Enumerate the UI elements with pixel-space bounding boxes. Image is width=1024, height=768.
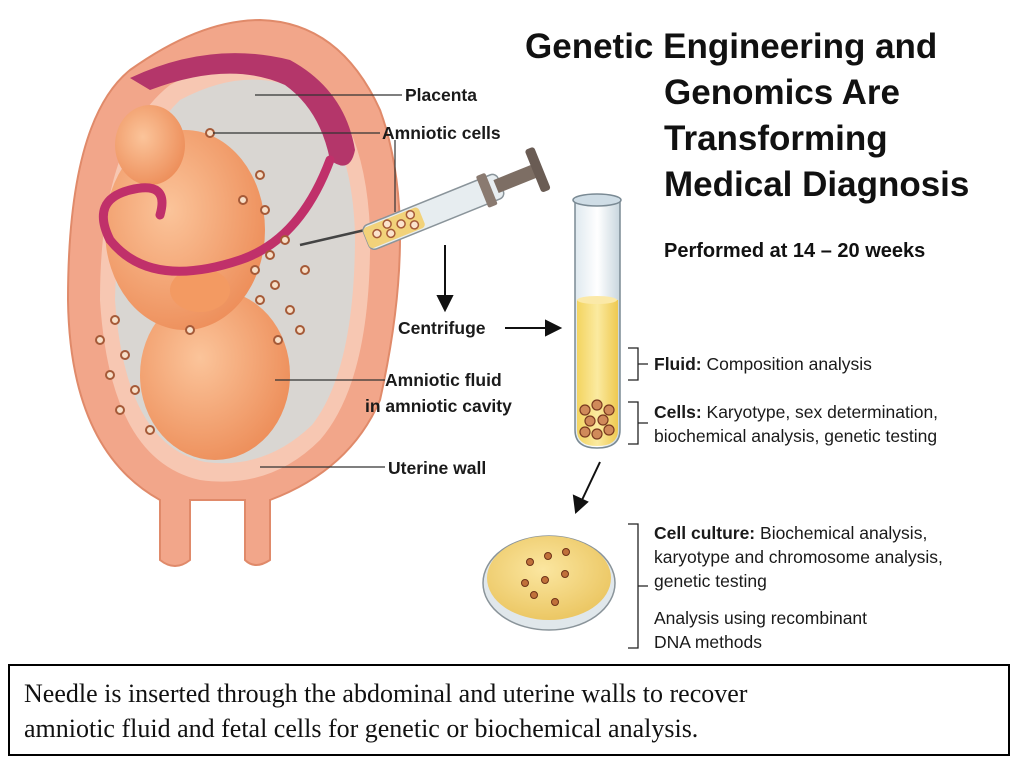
cells-text-1: Karyotype, sex determination, <box>706 402 939 422</box>
annotation-recombinant: Analysis using recombinant DNA methods <box>654 606 867 654</box>
fluid-text: Composition analysis <box>706 354 872 374</box>
culture-text-3: genetic testing <box>654 571 767 591</box>
label-placenta: Placenta <box>405 85 477 105</box>
fetus <box>105 105 290 460</box>
culture-heading: Cell culture: <box>654 523 756 543</box>
culture-text-2: karyotype and chromosome analysis, <box>654 547 943 567</box>
caption-line-1: Needle is inserted through the abdominal… <box>24 679 748 708</box>
title-line-3: Transforming <box>664 119 888 158</box>
annotation-fluid: Fluid: Composition analysis <box>654 352 872 376</box>
leader-lines <box>213 94 402 468</box>
annotation-cell-culture: Cell culture: Biochemical analysis, kary… <box>654 521 943 593</box>
culture-text-1: Biochemical analysis, <box>760 523 928 543</box>
caption-box: Needle is inserted through the abdominal… <box>8 664 1010 756</box>
title-line-4: Medical Diagnosis <box>664 165 970 204</box>
test-tube <box>572 193 622 449</box>
process-arrows <box>436 245 601 515</box>
label-centrifuge: Centrifuge <box>398 318 486 338</box>
label-amniotic-fluid: Amniotic fluid <box>385 370 502 390</box>
recombinant-text-1: Analysis using recombinant <box>654 608 868 628</box>
label-uterine-wall: Uterine wall <box>388 458 487 478</box>
placenta <box>130 53 355 166</box>
title-line-1: Genetic Engineering and <box>525 27 938 66</box>
annotation-brackets <box>628 347 648 649</box>
cells-heading: Cells: <box>654 402 702 422</box>
syringe <box>299 147 551 250</box>
recombinant-text-2: DNA methods <box>654 632 762 652</box>
caption-line-2: amniotic fluid and fetal cells for genet… <box>24 714 699 743</box>
subtitle: Performed at 14 – 20 weeks <box>664 240 926 262</box>
petri-dish <box>482 535 616 631</box>
tube-cell-pellet <box>579 399 615 440</box>
umbilical-cord <box>98 155 335 276</box>
label-amniotic-cavity: in amniotic cavity <box>365 396 512 416</box>
title-line-2: Genomics Are <box>664 73 901 112</box>
annotation-cells: Cells: Karyotype, sex determination, bio… <box>654 400 938 448</box>
amniotic-cells-dots <box>95 128 310 435</box>
label-amniotic-cells: Amniotic cells <box>382 123 501 143</box>
tube-fluid <box>577 300 618 446</box>
cells-text-2: biochemical analysis, genetic testing <box>654 426 938 446</box>
fluid-heading: Fluid: <box>654 354 702 374</box>
